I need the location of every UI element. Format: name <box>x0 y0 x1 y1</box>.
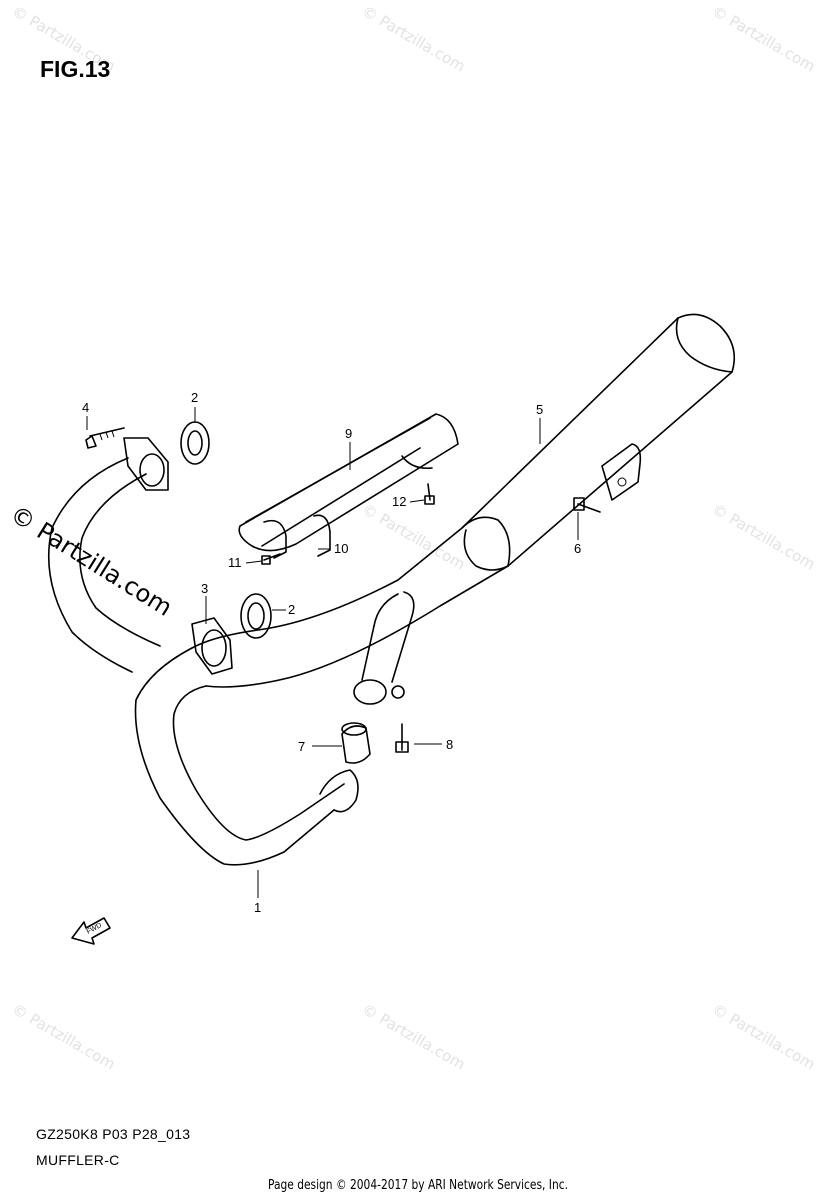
clamp-part-10[interactable] <box>263 514 331 559</box>
callout-9: 9 <box>345 426 352 441</box>
callout-4: 4 <box>82 400 89 415</box>
figure-title: FIG.13 <box>40 56 111 82</box>
bolt-part-4[interactable] <box>85 427 125 449</box>
callout-1: 1 <box>254 900 261 915</box>
callout-10: 10 <box>334 541 348 556</box>
callout-leaders <box>86 407 579 898</box>
joint-pipe-part-7[interactable] <box>341 722 371 764</box>
diagram-name: MUFFLER-C <box>36 1152 120 1168</box>
callout-7: 7 <box>298 739 305 754</box>
clamp-part-8[interactable] <box>353 591 415 753</box>
footer-copyright: Page design © 2004-2017 by ARI Network S… <box>268 1178 568 1193</box>
muffler-part-5[interactable] <box>191 313 736 688</box>
flange-part-3[interactable] <box>123 437 233 675</box>
callout-3: 3 <box>201 581 208 596</box>
callout-6: 6 <box>574 541 581 556</box>
screw-part-12[interactable] <box>424 483 435 505</box>
bolt-part-6[interactable] <box>573 497 601 513</box>
callout-2-lower: 2 <box>288 602 295 617</box>
callout-12: 12 <box>392 494 406 509</box>
diagram-code: GZ250K8 P03 P28_013 <box>36 1126 191 1142</box>
screw-part-11[interactable] <box>261 553 281 565</box>
exhaust-pipe-part-1[interactable] <box>47 457 359 866</box>
callout-5: 5 <box>536 402 543 417</box>
forward-direction-arrow: FWD <box>71 917 111 945</box>
callout-11: 11 <box>228 555 242 570</box>
gasket-part-2[interactable] <box>180 421 272 639</box>
callout-8: 8 <box>446 737 453 752</box>
callout-labels: 4 2 3 2 9 5 6 10 11 12 7 8 1 <box>82 390 581 915</box>
callout-2-top: 2 <box>191 390 198 405</box>
heat-shield-part-9[interactable] <box>238 413 459 552</box>
